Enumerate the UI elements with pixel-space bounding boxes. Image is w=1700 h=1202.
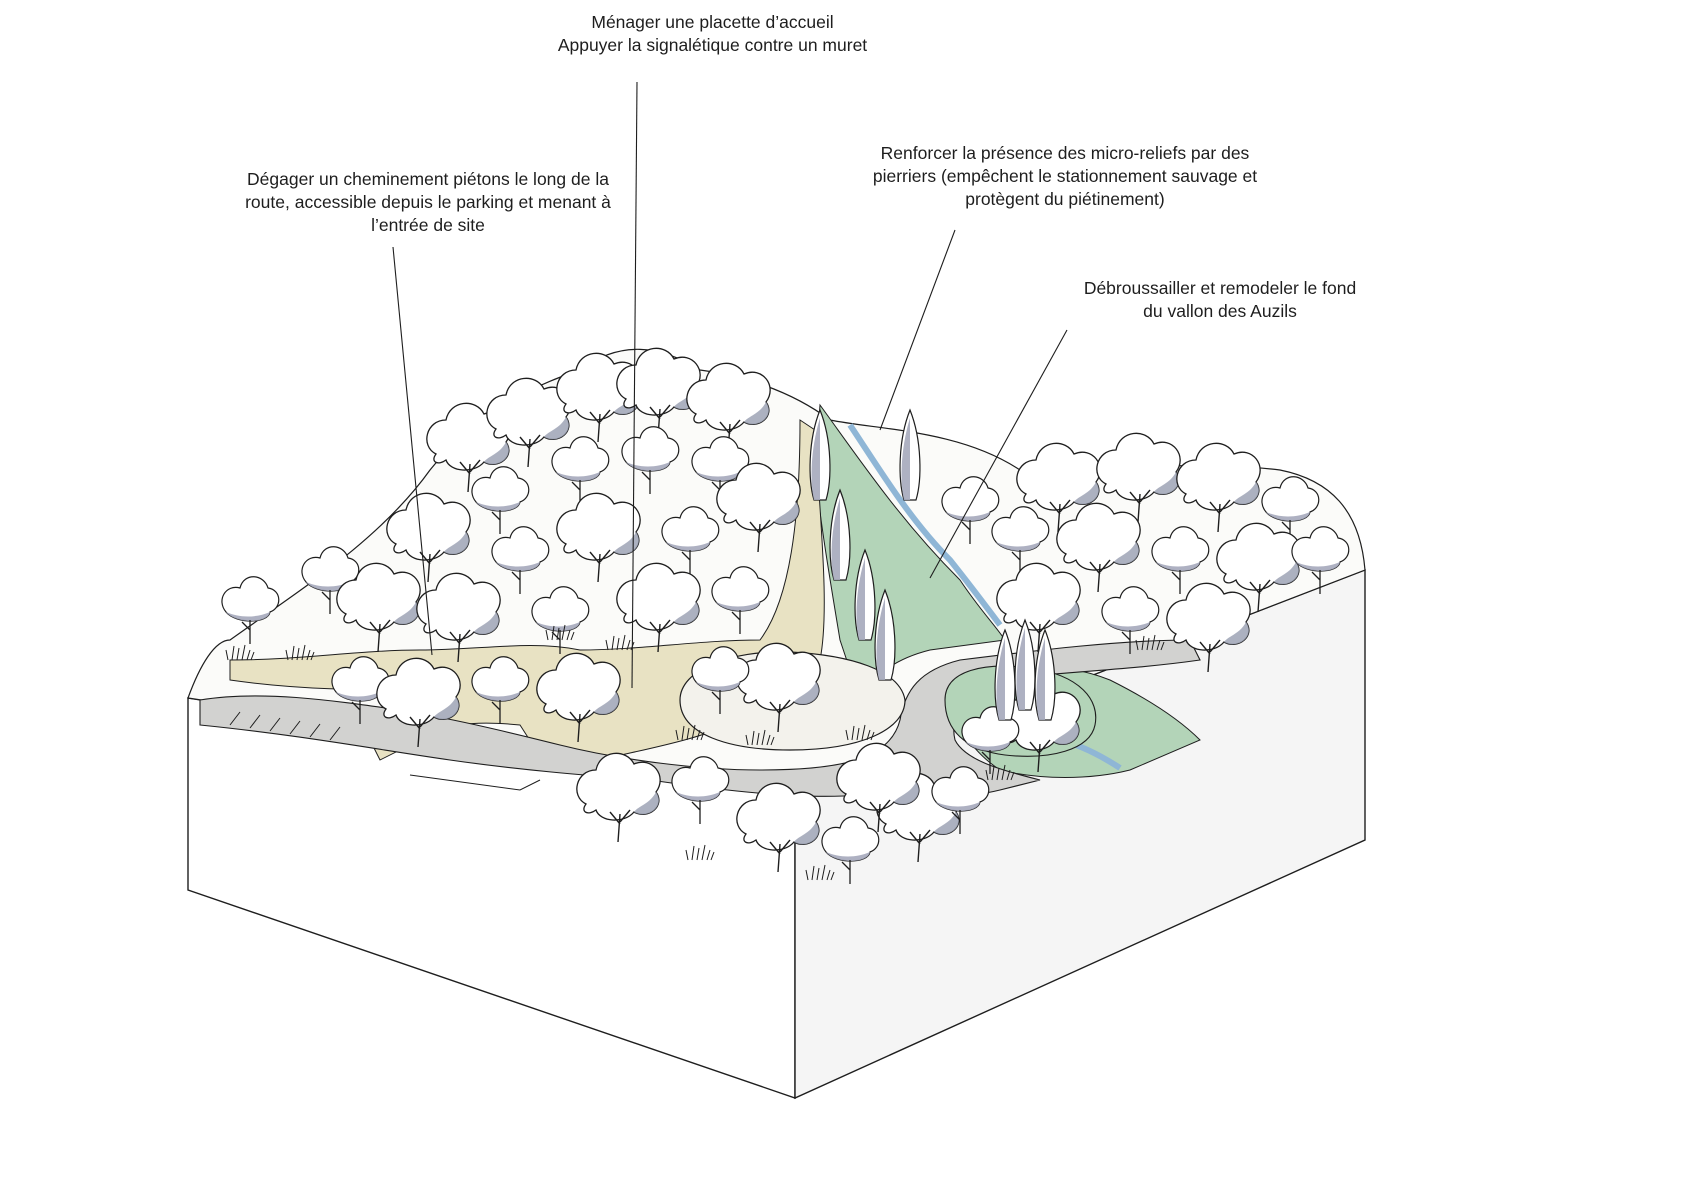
annotation-cheminement-line2: route, accessible depuis le parking et m… (245, 192, 611, 212)
stream (847, 423, 1003, 627)
leader-line-cheminement (392, 246, 433, 656)
annotation-microreliefs-line2: pierriers (empêchent le stationnement sa… (872, 166, 1258, 186)
annotation-microreliefs: Renforcer la présence des micro-reliefs … (845, 142, 1285, 211)
annotation-cheminement-line1: Dégager un cheminement piétons le long d… (247, 169, 609, 189)
annotation-vallon-line1: Débroussailler et remodeler le fond (1083, 278, 1357, 298)
annotation-microreliefs-line1: Renforcer la présence des micro-reliefs … (880, 143, 1250, 163)
leader-line-vallon (929, 329, 1068, 579)
annotation-microreliefs-line3: protègent du piétinement) (965, 189, 1165, 209)
annotation-vallon-line2: du vallon des Auzils (1143, 301, 1297, 321)
leader-line-microreliefs (879, 229, 956, 431)
leader-lines (392, 81, 1068, 689)
annotation-placette: Ménager une placette d’accueil Appuyer l… (490, 11, 935, 57)
annotation-vallon: Débroussailler et remodeler le fond du v… (1050, 277, 1390, 323)
parking-markings (229, 711, 541, 791)
leader-line-placette (631, 81, 638, 689)
annotation-placette-line1: Ménager une placette d’accueil (591, 12, 834, 32)
annotation-cheminement: Dégager un cheminement piétons le long d… (218, 168, 638, 237)
annotation-placette-line2: Appuyer la signalétique contre un muret (557, 35, 868, 55)
annotation-cheminement-line3: l’entrée de site (371, 215, 485, 235)
